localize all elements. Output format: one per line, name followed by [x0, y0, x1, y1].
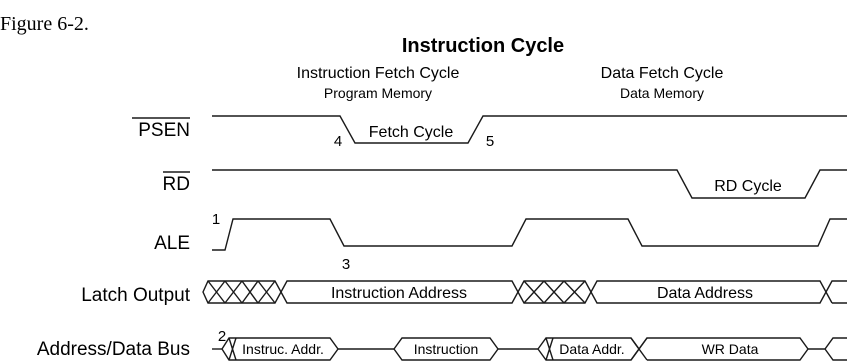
marker-2: 2	[218, 328, 226, 345]
data-phase-label: Data Fetch Cycle	[601, 65, 724, 82]
rd-waveform	[212, 169, 847, 199]
psen-label: PSEN	[138, 120, 190, 141]
address-data-bus-waveform	[212, 337, 847, 361]
rd-label: RD	[163, 174, 190, 195]
latch-output-label: Latch Output	[81, 285, 191, 306]
fetch-phase-label: Instruction Fetch Cycle	[297, 65, 460, 82]
instruction-annotation: Instruction	[414, 341, 479, 357]
marker-1: 1	[212, 211, 220, 228]
psen-waveform	[212, 115, 847, 144]
data-phase-sublabel: Data Memory	[620, 85, 704, 101]
marker-3: 3	[342, 256, 350, 273]
diagram-title: Instruction Cycle	[402, 35, 564, 57]
latch-output-waveform	[202, 280, 847, 304]
data-address-annotation: Data Address	[657, 285, 753, 302]
address-data-bus-label: Address/Data Bus	[37, 339, 190, 360]
wr-data-annotation: WR Data	[702, 341, 759, 357]
data-addr-annotation: Data Addr.	[559, 341, 624, 357]
ale-waveform	[212, 218, 847, 251]
instruc-addr-annotation: Instruc. Addr.	[242, 341, 324, 357]
marker-5: 5	[486, 133, 494, 150]
marker-4: 4	[334, 133, 342, 150]
figure-caption: Figure 6-2.	[0, 13, 89, 35]
fetch-cycle-annotation: Fetch Cycle	[369, 124, 454, 141]
ale-label: ALE	[154, 233, 190, 254]
rd-cycle-annotation: RD Cycle	[714, 178, 782, 195]
fetch-phase-sublabel: Program Memory	[324, 85, 432, 101]
instruction-address-annotation: Instruction Address	[331, 285, 467, 302]
